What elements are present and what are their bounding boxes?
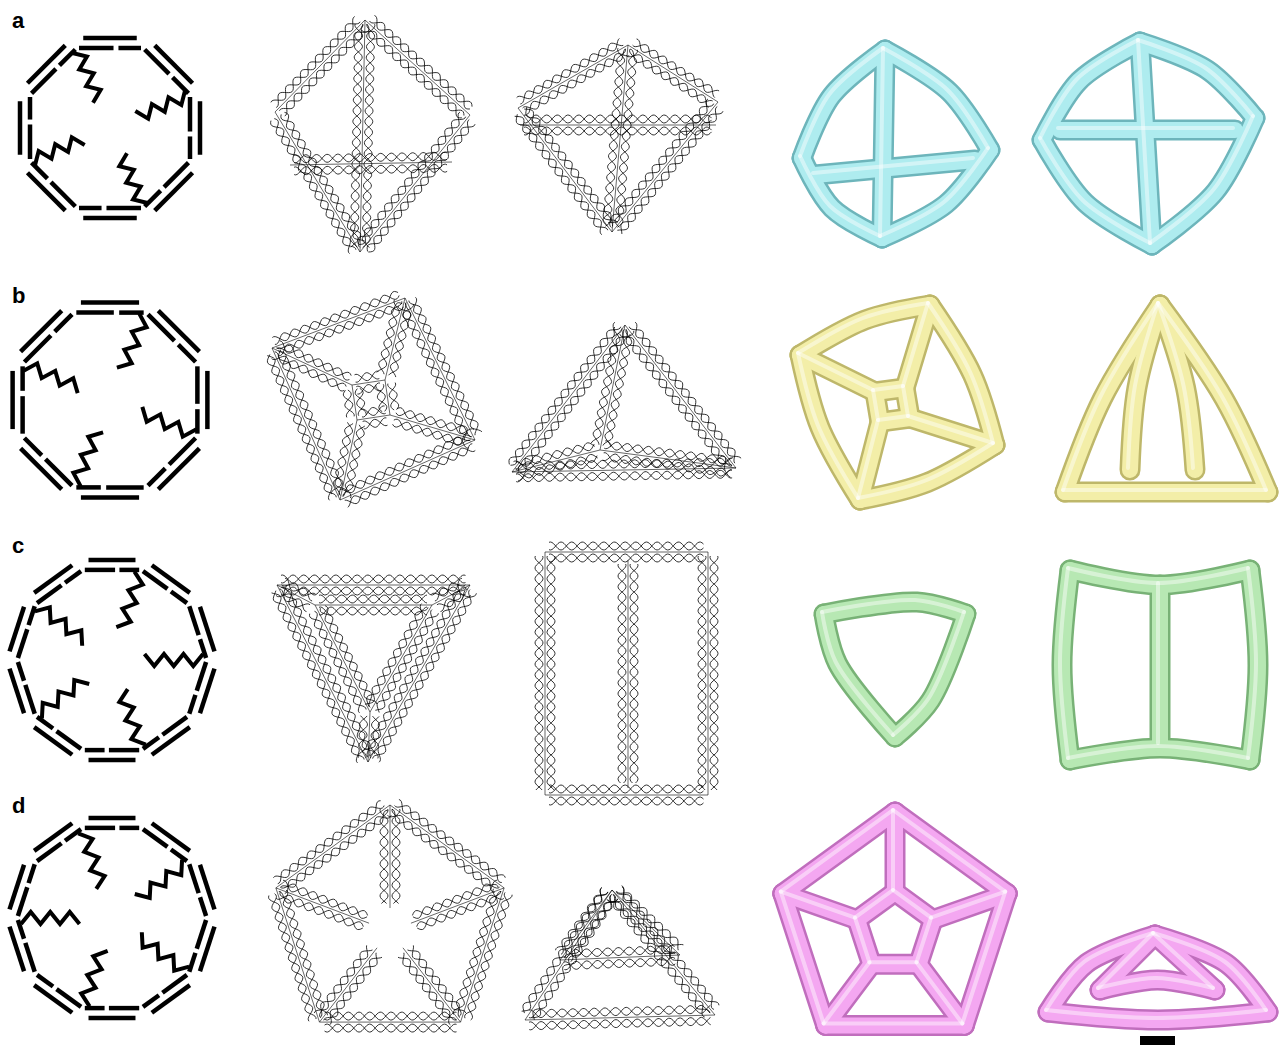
dna-model: [515, 38, 723, 234]
dna-model: [272, 575, 477, 763]
strand-diagram: [10, 560, 215, 760]
density-map: [798, 303, 995, 500]
density-map: [1063, 303, 1268, 492]
panel-label: c: [12, 535, 24, 557]
density-map: [1040, 40, 1255, 245]
scale-bar: [1140, 1036, 1175, 1045]
dna-model: [267, 291, 482, 507]
dna-model: [535, 542, 718, 805]
dna-model: [269, 800, 513, 1033]
density-map: [781, 810, 1007, 1025]
density-map: [822, 600, 966, 737]
panel-label: a: [12, 10, 24, 32]
dna-model: [522, 886, 719, 1030]
strand-diagram: [10, 818, 215, 1018]
panel-label: b: [12, 285, 25, 307]
density-map: [1060, 568, 1258, 760]
dna-model: [271, 15, 475, 253]
panel-label: d: [12, 795, 25, 817]
strand-diagram: [20, 38, 200, 218]
density-map: [800, 48, 990, 238]
strand-diagram: [13, 303, 208, 498]
dna-model: [509, 322, 741, 482]
density-map: [1046, 933, 1268, 1020]
